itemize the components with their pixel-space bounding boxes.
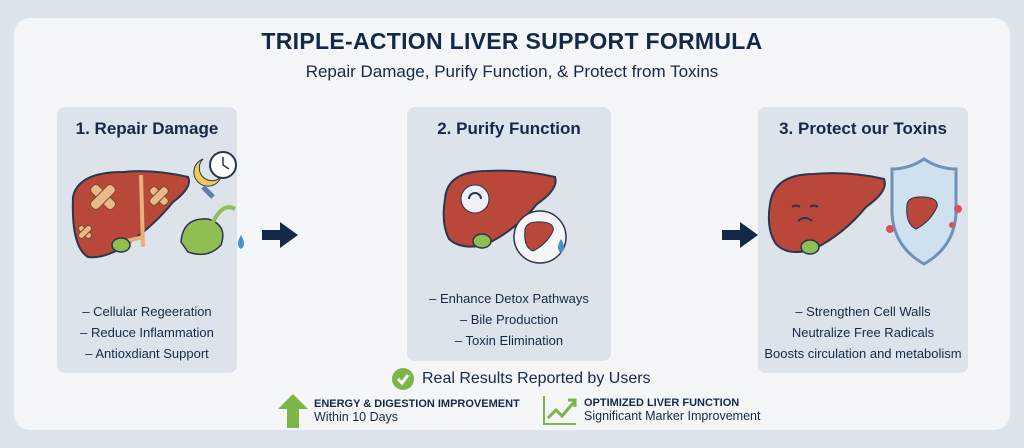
benefit-item: Neutralize Free Radicals [791,325,935,340]
benefit-item: – Enhance Detox Pathways [429,291,589,306]
panel-title: 3. Protect our Toxins [779,119,947,138]
check-circle-icon [392,368,414,390]
results-label: Real Results Reported by Users [422,370,651,387]
benefit-item: – Toxin Elimination [454,333,564,348]
stat-heading: ENERGY & DIGESTION IMPROVEMENT [314,398,520,410]
panel-repair: 1. Repair Damage – Cellular Regeeration … [57,107,244,373]
benefit-item: – Strengthen Cell Walls [795,304,931,319]
liver-protect-illustration [767,157,962,266]
stat-sub: Within 10 Days [314,410,399,424]
results-heading: Real Results Reported by Users [392,368,651,390]
liver-purify-illustration [442,169,567,264]
trend-chart-icon [543,396,577,425]
panel-title: 2. Purify Function [437,119,581,138]
liver-repair-illustration [71,151,244,259]
benefit-item: – Antioxdiant Support [85,346,209,361]
benefit-item: – Cellular Regeeration [82,304,212,319]
panel-title: 1. Repair Damage [75,119,219,138]
stat-heading: OPTIMIZED LIVER FUNCTION [584,397,740,409]
arrow-right-icon [262,222,298,248]
panel-purify: 2. Purify Function – Enhance Detox Pathw… [407,107,611,361]
stat-sub: Significant Marker Improvement [584,409,761,423]
benefit-item: Boosts circulation and metabolism [764,346,962,361]
up-arrow-icon [278,394,308,428]
page-subtitle: Repair Damage, Purify Function, & Protec… [305,62,719,81]
arrow-right-icon [722,222,758,248]
panel-protect: 3. Protect our Toxins – Strengthen Cell … [758,107,968,373]
benefit-item: – Reduce Inflammation [80,325,214,340]
page-title: TRIPLE-ACTION LIVER SUPPORT FORMULA [261,28,763,54]
benefit-item: – Bile Production [459,312,559,327]
